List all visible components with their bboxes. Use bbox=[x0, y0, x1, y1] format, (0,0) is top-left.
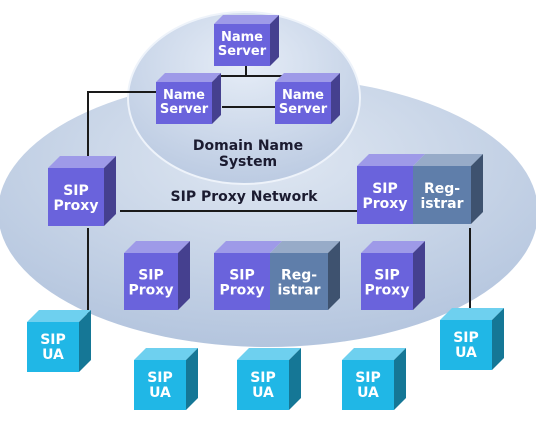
sip-proxy-registrar-right-registrar-box bbox=[413, 154, 483, 224]
name-server-left-label-line2: Server bbox=[160, 102, 209, 117]
sip-ua-1-label-line1: SIP bbox=[40, 332, 66, 348]
sip-proxy-left-label-line2: Proxy bbox=[54, 198, 99, 214]
sip-ua-3-label-line2: UA bbox=[149, 385, 171, 401]
sip-proxy-registrar-center-proxy-label-line2: Proxy bbox=[220, 283, 265, 299]
sip-proxy-registrar-center-proxy-box bbox=[214, 253, 270, 310]
sip-proxy-registrar-right-proxy-label-line2: Proxy bbox=[363, 196, 408, 212]
name-server-right-label-line2: Server bbox=[279, 102, 328, 117]
sip-proxy-registrar-right-registrar-label-line2: istrar bbox=[420, 196, 463, 212]
name-server-right-label-line1: Name bbox=[282, 88, 324, 103]
sip-proxy-left-label-line1: SIP bbox=[63, 183, 89, 199]
sip-proxy-registrar-center-registrar-label-line1: Reg- bbox=[281, 268, 317, 284]
sip-proxy-registrar-right-registrar-label-line1: Reg- bbox=[424, 181, 460, 197]
sip-proxy-registrar-center-proxy-label-line1: SIP bbox=[229, 268, 255, 284]
sip-ua-2-label-line2: UA bbox=[455, 345, 477, 361]
sip-proxy-mid-right-label-line2: Proxy bbox=[365, 283, 410, 299]
sip-proxy-registrar-right-proxy-label-line1: SIP bbox=[372, 181, 398, 197]
name-server-top-label-line1: Name bbox=[221, 30, 263, 45]
dns-to-proxy-line bbox=[87, 91, 156, 158]
sip-ua-1-label-line2: UA bbox=[42, 347, 64, 363]
name-server-top-label-line2: Server bbox=[218, 44, 267, 59]
sip-ua-2-label-line1: SIP bbox=[453, 330, 479, 346]
sip-ua-3-label-line1: SIP bbox=[147, 370, 173, 386]
sip-ua-5-label-line2: UA bbox=[357, 385, 379, 401]
sip-proxy-mid-left-label-line2: Proxy bbox=[129, 283, 174, 299]
sip-ua-4-label-line1: SIP bbox=[250, 370, 276, 386]
sip-ua-4-label-line2: UA bbox=[252, 385, 274, 401]
sip-proxy-mid-right-label-line1: SIP bbox=[374, 268, 400, 284]
sip-proxy-registrar-center-registrar-label-line2: istrar bbox=[277, 283, 320, 299]
sip-ua-5-label-line1: SIP bbox=[355, 370, 381, 386]
dns-ellipse bbox=[127, 11, 361, 185]
sip-proxy-mid-left-label-line1: SIP bbox=[138, 268, 164, 284]
name-server-left-label-line1: Name bbox=[163, 88, 205, 103]
dns-label-line2: System bbox=[219, 154, 277, 170]
sip-proxy-registrar-center-registrar-box bbox=[270, 241, 340, 310]
dns-label-line1: Domain Name bbox=[193, 138, 303, 154]
sip-proxy-registrar-right-proxy-box bbox=[357, 166, 413, 224]
network-label: SIP Proxy Network bbox=[171, 189, 319, 205]
